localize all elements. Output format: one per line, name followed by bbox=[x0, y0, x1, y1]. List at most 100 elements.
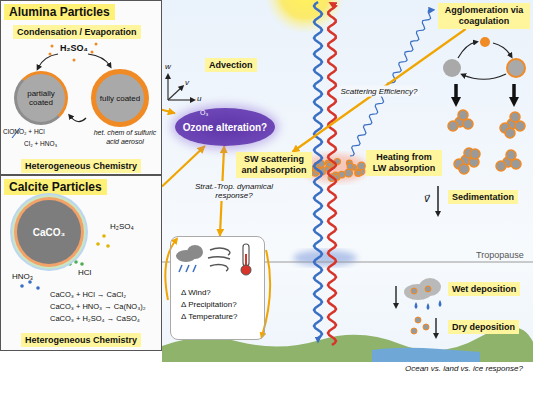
art-shape bbox=[435, 318, 436, 336]
annotation-label: CaCO₃ + HNO₃ → Ca(NO₃)₂ bbox=[50, 302, 146, 311]
node-text: Heterogeneous Chemistry bbox=[25, 335, 137, 345]
node-text: Sedimentation bbox=[452, 192, 514, 202]
art-shape bbox=[245, 254, 247, 266]
node-text: Advection bbox=[209, 60, 253, 70]
art-shape bbox=[179, 265, 196, 272]
axes bbox=[168, 76, 193, 100]
process-box: Heterogeneous Chemistry bbox=[21, 159, 141, 173]
h2so4-dots bbox=[49, 43, 98, 62]
annotation-label: Cl₂ + HNO₃ bbox=[24, 140, 57, 147]
art-shape bbox=[106, 244, 110, 248]
velocity-arrow bbox=[437, 186, 439, 214]
particle-circle: partially coated bbox=[14, 71, 68, 125]
art-shape bbox=[96, 242, 100, 246]
art-shape bbox=[355, 170, 362, 177]
art-shape bbox=[358, 162, 366, 170]
panel: Alumina ParticlesCondensation / Evaporat… bbox=[0, 0, 162, 175]
edge-label: Strat.-Trop. dynamical response? bbox=[182, 181, 286, 201]
node-text: Agglomeration via coagulation bbox=[442, 5, 526, 27]
art-shape bbox=[95, 43, 98, 46]
art-shape bbox=[512, 84, 516, 102]
art-shape bbox=[423, 324, 429, 330]
art-shape bbox=[38, 54, 58, 68]
process-box: Heterogeneous Chemistry bbox=[21, 333, 141, 347]
annotation-label: v⃗ bbox=[424, 193, 430, 204]
art-shape bbox=[73, 59, 76, 62]
node-text: SW scattering and absorption bbox=[240, 154, 308, 176]
art-shape bbox=[328, 4, 336, 345]
annotation-label: H₂SO₄ bbox=[60, 43, 88, 53]
edge-label: Scattering Efficiency? bbox=[339, 85, 420, 96]
art-shape bbox=[74, 260, 78, 264]
node-text: CaCO₃ bbox=[33, 228, 65, 237]
art-shape bbox=[496, 161, 506, 171]
art-shape bbox=[168, 87, 182, 100]
annotation-label: H₂SO₄ bbox=[110, 222, 134, 231]
art-shape bbox=[345, 169, 353, 177]
art-shape bbox=[372, 348, 480, 362]
flow-arrow bbox=[292, 29, 465, 152]
node-text: Heterogeneous Chemistry bbox=[25, 161, 137, 171]
node-text: fully coated bbox=[100, 94, 140, 103]
art-shape bbox=[187, 245, 203, 259]
art-shape bbox=[293, 250, 357, 266]
particle-clusters bbox=[448, 110, 525, 174]
annotation-label: O₃ bbox=[200, 109, 208, 116]
art-shape bbox=[51, 45, 54, 48]
art-shape bbox=[463, 74, 506, 79]
art-shape bbox=[454, 84, 458, 102]
art-shape bbox=[20, 284, 24, 288]
node-text: Δ Wind? bbox=[181, 287, 264, 299]
node-text: partially coated bbox=[17, 89, 65, 107]
process-box: Sedimentation bbox=[448, 190, 518, 204]
art-shape bbox=[49, 53, 52, 56]
annotation-label: CaCO₃ + HCl → CaCl₂ bbox=[50, 290, 126, 299]
node-text: Alumina Particles bbox=[4, 4, 115, 20]
art-shape bbox=[314, 2, 322, 340]
art-shape bbox=[88, 54, 110, 66]
art-shape bbox=[102, 234, 106, 238]
node-text: Δ Temperature? bbox=[181, 311, 264, 323]
node-text: Wet deposition bbox=[452, 284, 516, 294]
node-text: Dry deposition bbox=[452, 322, 515, 332]
annotation-label: w bbox=[165, 62, 171, 71]
art-shape bbox=[415, 317, 421, 323]
art-shape bbox=[404, 284, 432, 300]
particle-circle: CaCO₃ bbox=[17, 200, 81, 264]
annotation-label: Ocean vs. land vs. ice response? bbox=[405, 364, 523, 373]
art-shape bbox=[448, 121, 458, 131]
art-shape bbox=[36, 286, 40, 290]
process-box: Condensation / Evaporation bbox=[13, 25, 141, 39]
art-shape bbox=[168, 99, 193, 100]
art-shape bbox=[458, 42, 476, 58]
annotation-label: v bbox=[185, 78, 189, 87]
annotation-label: CaCO₃ + H₂SO₄ → CaSO₄ bbox=[50, 314, 140, 323]
panel: Calcite ParticlesCaCO₃Heterogeneous Chem… bbox=[0, 175, 162, 351]
art-shape bbox=[425, 286, 431, 292]
art-shape bbox=[80, 262, 84, 266]
annotation-label: Tropopause bbox=[476, 250, 524, 260]
art-shape bbox=[507, 59, 525, 77]
art-shape bbox=[167, 76, 168, 100]
node-text: Δ Precipitation? bbox=[181, 299, 264, 311]
node-text: Ozone alteration? bbox=[183, 122, 267, 133]
art-shape bbox=[411, 328, 417, 334]
art-shape bbox=[480, 37, 490, 47]
art-shape bbox=[506, 150, 516, 160]
art-shape bbox=[208, 248, 230, 271]
art-shape bbox=[510, 112, 520, 122]
annotation-label: HNO₃ bbox=[12, 272, 33, 281]
flow-arrow bbox=[162, 110, 175, 114]
weather-icons bbox=[176, 244, 251, 275]
process-box: Dry deposition bbox=[448, 320, 519, 334]
art-shape bbox=[395, 286, 396, 306]
process-box: Agglomeration via coagulation bbox=[438, 3, 530, 29]
art-shape bbox=[243, 244, 249, 266]
process-box: Heating from LW absorption bbox=[366, 150, 442, 176]
art-shape bbox=[68, 262, 72, 266]
art-shape bbox=[493, 43, 511, 56]
art-shape bbox=[411, 288, 417, 294]
coagulation-cycle bbox=[443, 37, 525, 102]
